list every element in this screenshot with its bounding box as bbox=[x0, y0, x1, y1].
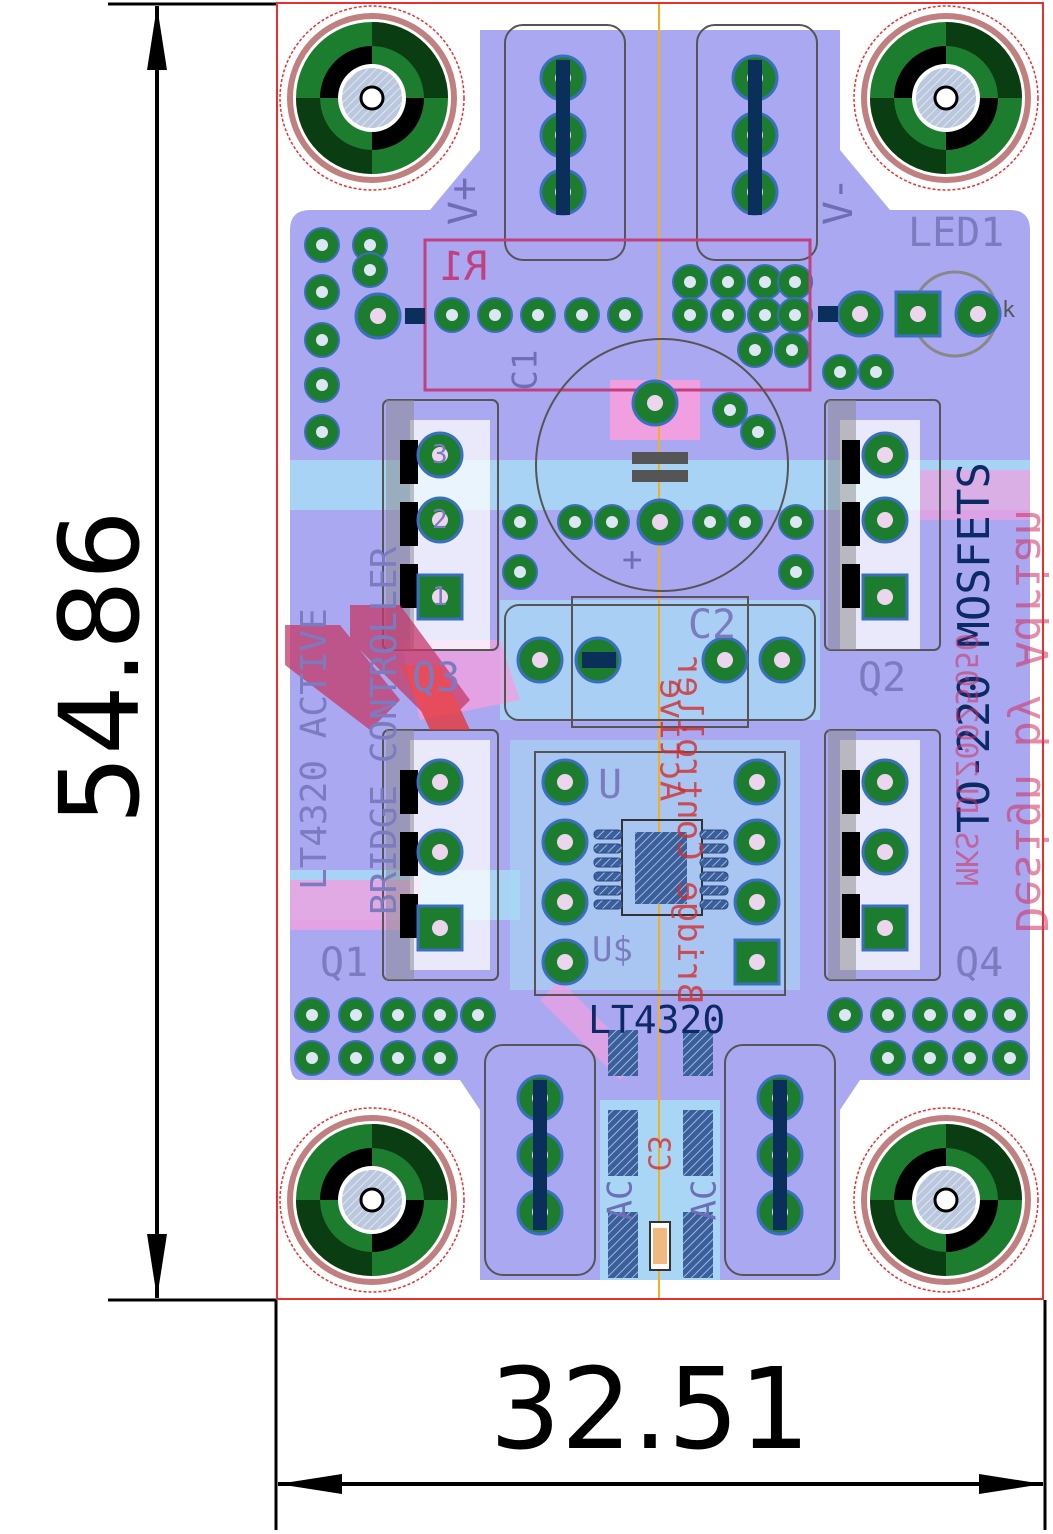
terminal-ac-right bbox=[724, 1044, 836, 1276]
terminal-ac-left bbox=[484, 1044, 596, 1276]
capacitor-c2 bbox=[504, 596, 816, 728]
mosfet-q2 bbox=[824, 399, 941, 651]
chevron-logo-icon bbox=[285, 605, 470, 730]
dimension-width bbox=[274, 1300, 1047, 1530]
led1 bbox=[818, 270, 1002, 358]
smd-capacitors bbox=[608, 1030, 713, 1278]
ic-u-dip bbox=[534, 751, 786, 996]
mounting-hole-bottom-left bbox=[280, 1108, 464, 1292]
terminal-vminus bbox=[696, 24, 818, 261]
mosfet-q1 bbox=[382, 729, 499, 981]
ic-lt4320-smd bbox=[593, 819, 729, 916]
mounting-hole-bottom-right bbox=[854, 1108, 1038, 1292]
resistor-r1 bbox=[354, 238, 812, 392]
mounting-hole-top-right bbox=[854, 6, 1038, 190]
capacitor-c1 bbox=[535, 338, 789, 592]
dimension-height bbox=[108, 2, 276, 1302]
terminal-vplus bbox=[504, 24, 626, 261]
mounting-hole-top-left bbox=[280, 6, 464, 190]
mosfet-q4 bbox=[824, 729, 941, 981]
